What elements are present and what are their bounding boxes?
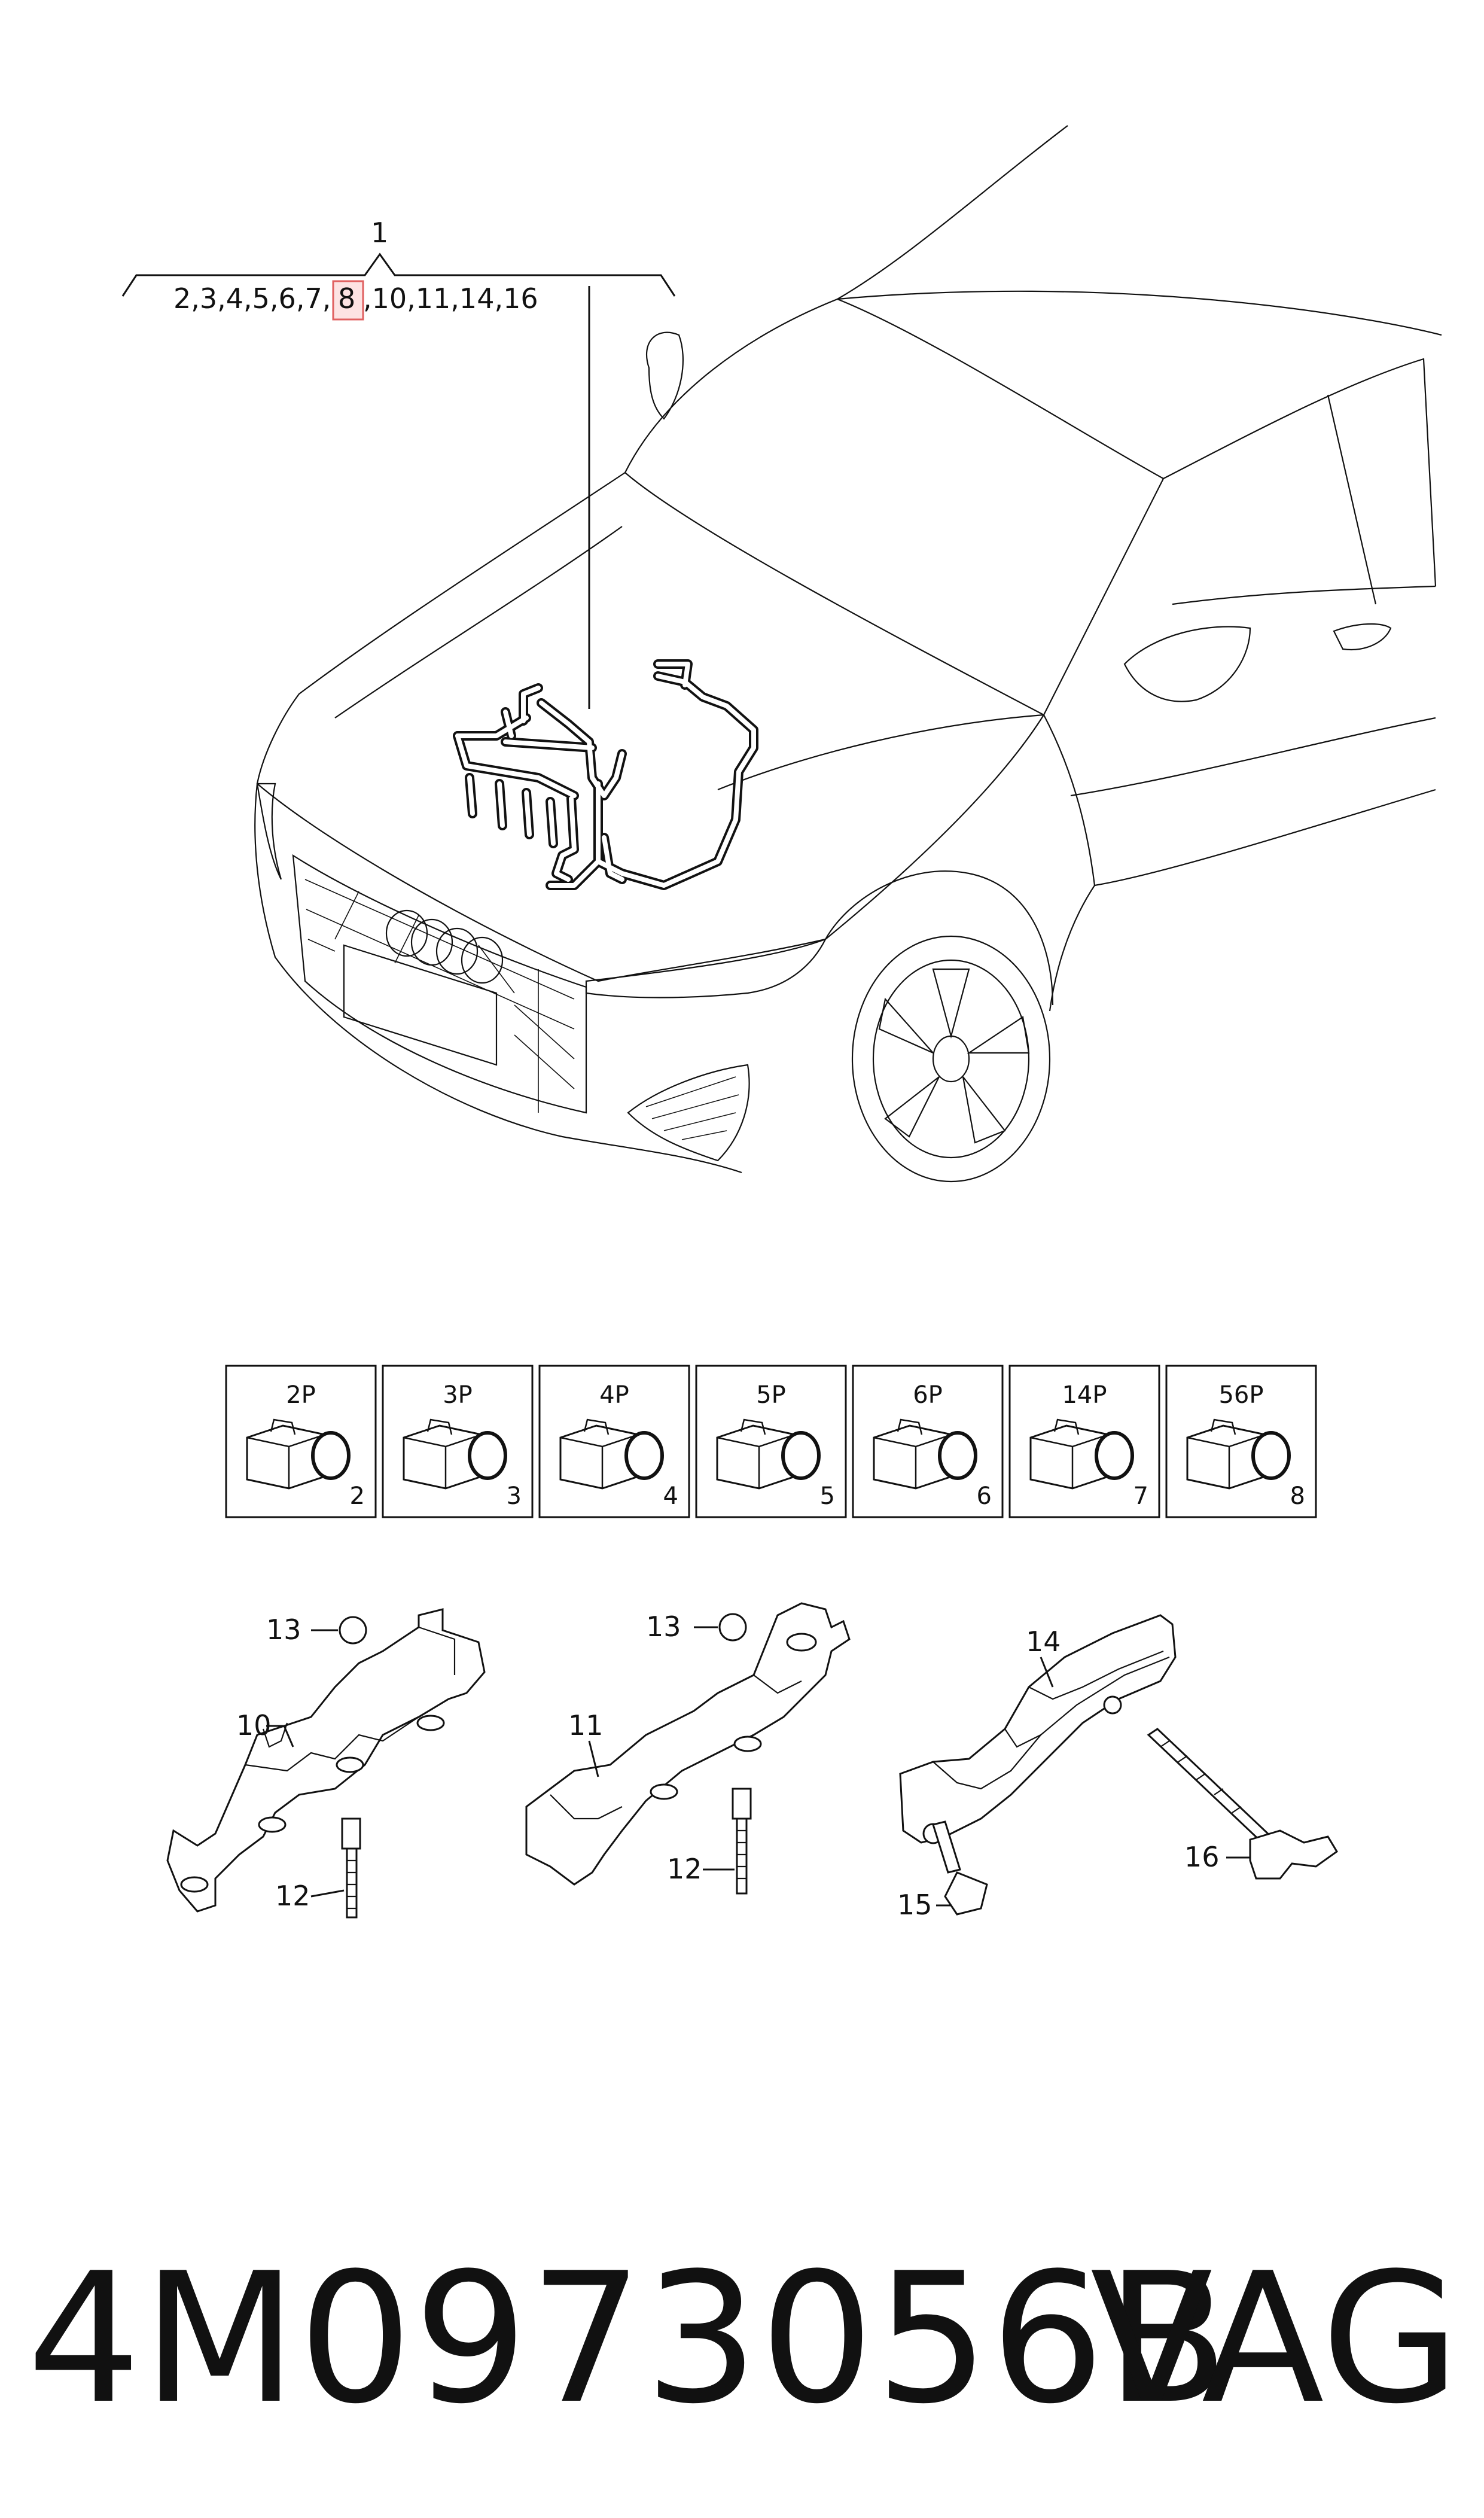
connector-pin-label: 4P bbox=[599, 1381, 629, 1409]
callout-10: 10 bbox=[236, 1709, 272, 1741]
callout-12b: 12 bbox=[667, 1853, 702, 1885]
connector-item-number: 8 bbox=[1290, 1482, 1305, 1510]
connector-item-number: 5 bbox=[820, 1482, 835, 1510]
callout-list: 2,3,4,5,6,7, 8 ,10,11,14,16 bbox=[173, 282, 538, 315]
callout-16: 16 bbox=[1184, 1841, 1220, 1873]
main-callout: 1 2,3,4,5,6,7, 8 ,10,11,14,16 bbox=[121, 217, 676, 709]
callout-1-label: 1 bbox=[371, 217, 388, 249]
callout-15: 15 bbox=[897, 1889, 933, 1921]
cable-channel-part-14: 14 15 bbox=[897, 1614, 1177, 1921]
car-illustration bbox=[254, 125, 1442, 1183]
connector-box: 6P 6 bbox=[852, 1365, 1004, 1518]
cable-tie-part-16: 16 bbox=[1147, 1728, 1338, 1880]
connector-pin-label: 3P bbox=[443, 1381, 473, 1409]
callout-14: 14 bbox=[1026, 1625, 1061, 1658]
callout-13a: 13 bbox=[266, 1613, 301, 1646]
callout-12a: 12 bbox=[275, 1880, 310, 1912]
connector-item-number: 3 bbox=[507, 1482, 522, 1510]
callout-highlight-box bbox=[332, 280, 364, 321]
connector-box: 56P 8 bbox=[1165, 1365, 1317, 1518]
callout-11: 11 bbox=[568, 1709, 604, 1741]
connector-item-number: 6 bbox=[977, 1482, 992, 1510]
connector-item-number: 7 bbox=[1133, 1482, 1148, 1510]
connector-pin-label: 56P bbox=[1218, 1381, 1263, 1409]
bracket-part-10: 13 10 12 bbox=[166, 1608, 486, 1919]
connector-pin-label: 14P bbox=[1062, 1381, 1107, 1409]
part-number: 4M0973056B bbox=[27, 2234, 1230, 2443]
connector-pin-label: 6P bbox=[913, 1381, 943, 1409]
connector-item-number: 2 bbox=[350, 1482, 365, 1510]
connector-pin-label: 5P bbox=[756, 1381, 786, 1409]
callout-13b: 13 bbox=[646, 1610, 681, 1643]
callout-bracket bbox=[121, 252, 676, 297]
connector-box: 5P 5 bbox=[695, 1365, 847, 1518]
connector-box: 2P 2 bbox=[225, 1365, 377, 1518]
connector-item-number: 4 bbox=[663, 1482, 678, 1510]
connector-box: 4P 4 bbox=[538, 1365, 690, 1518]
license-plate bbox=[343, 944, 498, 1066]
parts-diagram: 1 2,3,4,5,6,7, 8 ,10,11,14,16 bbox=[121, 125, 1442, 1921]
connector-box: 14P 7 bbox=[1008, 1365, 1160, 1518]
connector-box: 3P 3 bbox=[382, 1365, 534, 1518]
connector-pin-label: 2P bbox=[286, 1381, 316, 1409]
bracket-part-11: 13 11 12 bbox=[525, 1602, 851, 1895]
wiring-harness bbox=[453, 659, 758, 890]
brand-label: VAG bbox=[1090, 2234, 1460, 2443]
